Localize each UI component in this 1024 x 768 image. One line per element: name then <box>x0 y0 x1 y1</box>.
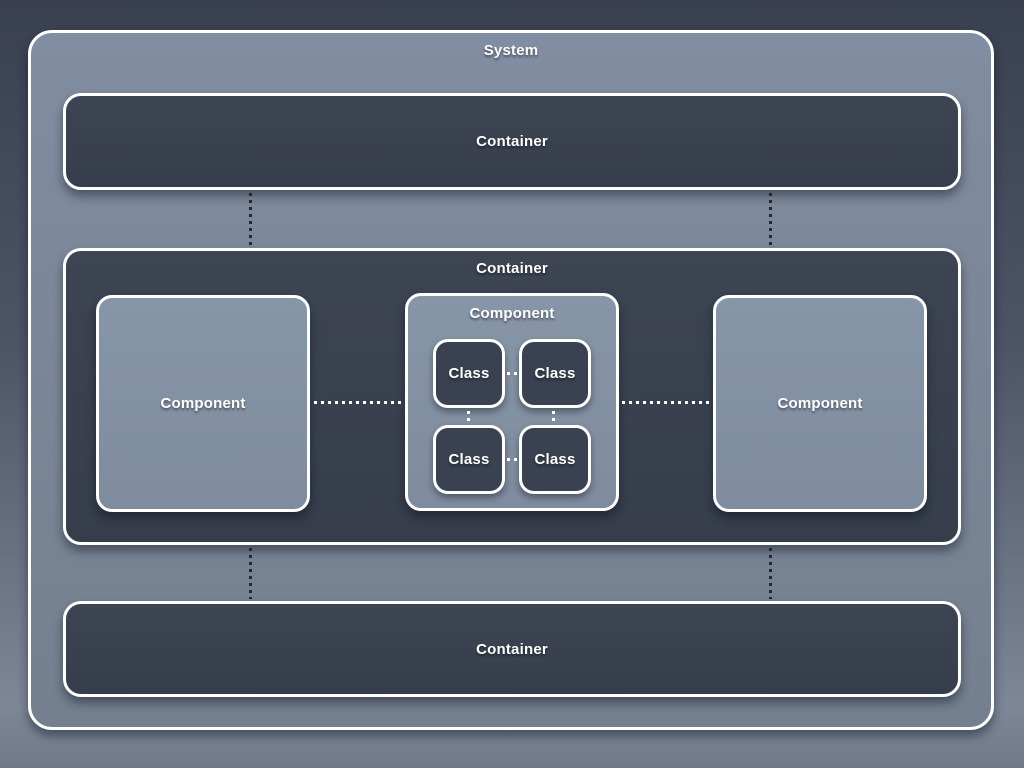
class-bottom-right-label: Class <box>534 451 576 468</box>
connector-class-left-column <box>467 411 470 423</box>
container-bottom-box: Container <box>63 601 961 697</box>
connector-top-middle-right <box>769 193 772 246</box>
component-right-label: Component <box>777 395 863 412</box>
class-bottom-left-box: Class <box>433 425 505 494</box>
connector-component-left-center <box>314 401 403 404</box>
class-bottom-left-label: Class <box>448 451 490 468</box>
component-center-label: Component <box>469 305 555 322</box>
container-top-label: Container <box>476 133 548 150</box>
connector-class-top-row <box>507 372 517 375</box>
component-right-box: Component <box>713 295 927 512</box>
connector-middle-bottom-left <box>249 548 252 599</box>
system-label: System <box>483 42 539 59</box>
class-top-left-box: Class <box>433 339 505 408</box>
container-bottom-label: Container <box>476 640 548 658</box>
class-top-left-label: Class <box>448 365 490 382</box>
container-top-box: Container <box>63 93 961 190</box>
class-top-right-box: Class <box>519 339 591 408</box>
component-left-label: Component <box>160 395 246 412</box>
component-left-box: Component <box>96 295 310 512</box>
container-middle-label: Container <box>476 260 548 277</box>
connector-middle-bottom-right <box>769 548 772 599</box>
class-top-right-label: Class <box>534 365 576 382</box>
class-bottom-right-box: Class <box>519 425 591 494</box>
connector-top-middle-left <box>249 193 252 246</box>
connector-class-right-column <box>552 411 555 423</box>
connector-component-center-right <box>622 401 711 404</box>
connector-class-bottom-row <box>507 458 517 461</box>
